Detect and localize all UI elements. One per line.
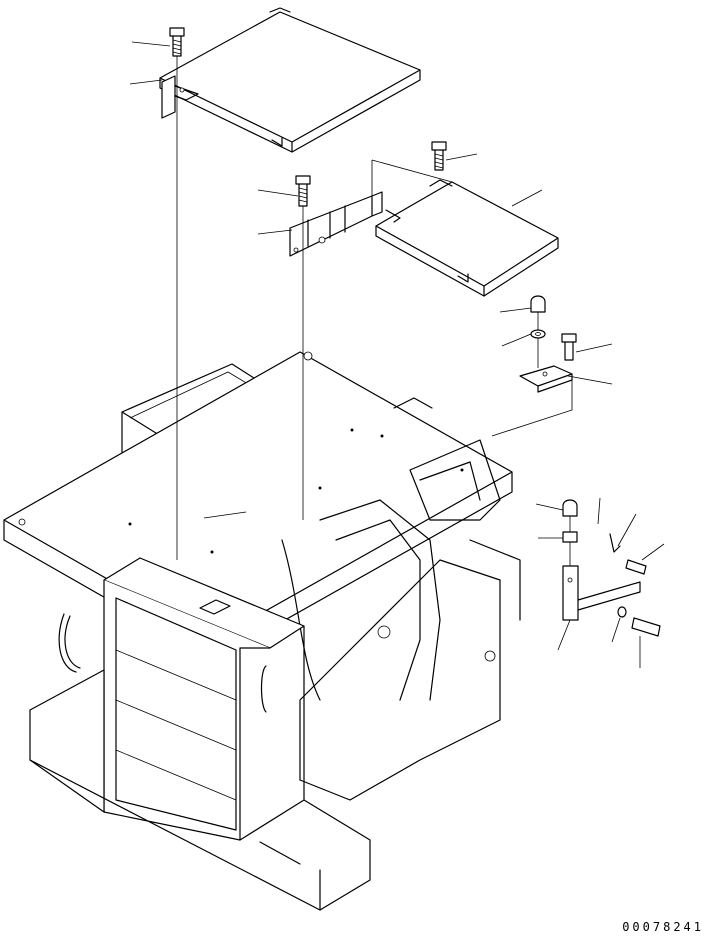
stay-bolt [631,617,661,637]
support-stay [562,565,641,621]
stay-washer [617,606,627,618]
clip [609,533,621,553]
radiator-guard [103,557,305,841]
middle-bracket-bolt [295,175,311,207]
right-cover-plate [375,179,559,297]
bracket-bolt [561,333,577,361]
frame-side-structure [281,439,521,801]
stay-cap-nut [562,499,578,517]
top-cover-hinge-bracket [161,75,199,119]
side-handle [58,613,81,673]
drawing-number: 00078241 [622,920,704,934]
top-cover-plate [159,7,421,153]
pin [625,559,647,575]
leader-lines [129,41,665,668]
top-cover-bolt [169,27,185,57]
washer [530,329,546,339]
cap-nut [530,295,546,313]
middle-bracket [289,191,383,257]
counterweight-base [29,669,371,911]
stay-nut [562,531,578,543]
right-cover-bolt [431,141,447,171]
small-bracket [519,365,573,393]
